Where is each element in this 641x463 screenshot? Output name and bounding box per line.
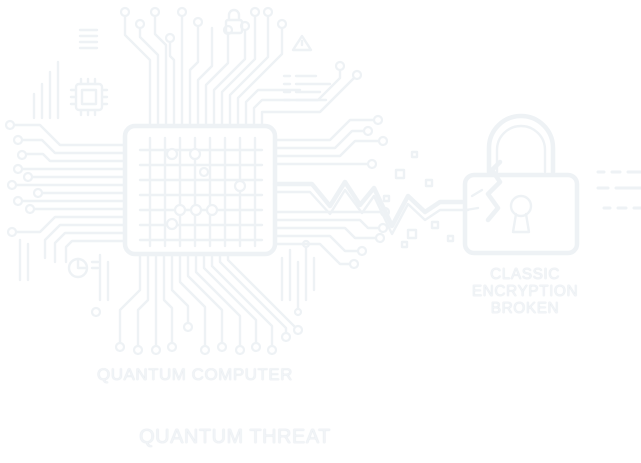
pie-chart-icon	[67, 257, 100, 279]
lock-icon	[224, 8, 244, 35]
lock-side-dashes	[596, 170, 641, 210]
small-chip-icon	[69, 77, 109, 117]
list-lines-icon	[282, 74, 332, 102]
top-circuit-traces	[123, 12, 357, 127]
broken-label-line2: ENCRYPTION	[471, 283, 579, 300]
encryption-broken-label: CLASSIC ENCRYPTION BROKEN	[450, 266, 600, 317]
quantum-chip-icon	[122, 123, 278, 257]
broken-label-line1: CLASSIC	[490, 266, 560, 283]
left-terminal-rings	[4, 119, 102, 318]
bottom-terminal-rings	[114, 321, 304, 356]
warning-triangle-icon	[291, 34, 313, 52]
left-circuit-traces	[8, 123, 127, 282]
broken-label-line3: BROKEN	[490, 300, 560, 317]
right-circuit-traces	[273, 118, 384, 266]
vertical-bar-icon	[78, 28, 99, 50]
bottom-right-bars	[280, 239, 316, 317]
quantum-computer-label: QUANTUM COMPUTER	[97, 365, 293, 384]
quantum-threat-title: QUANTUM THREAT	[139, 426, 331, 448]
bar-chart-icon	[32, 60, 60, 120]
broken-padlock-icon	[462, 113, 580, 256]
zigzag-signal-icon	[272, 150, 470, 249]
bottom-circuit-traces	[98, 253, 298, 350]
